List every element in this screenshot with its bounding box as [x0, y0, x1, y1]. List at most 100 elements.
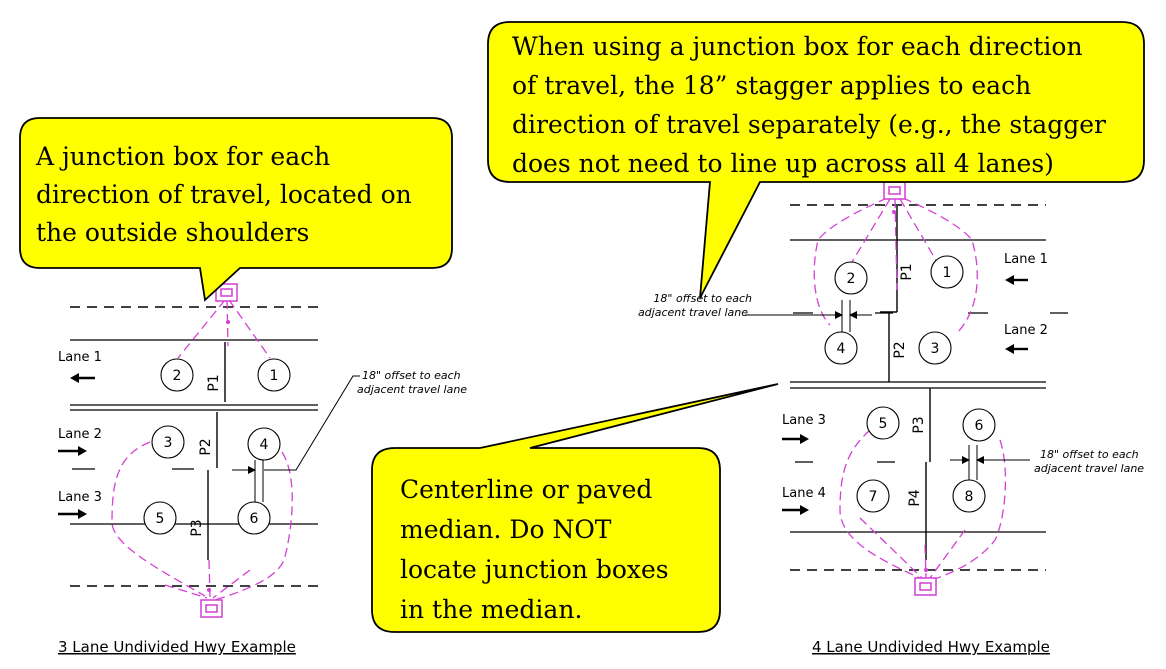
lane-label-1: Lane 1: [58, 350, 102, 365]
offset-note-line: 18" offset to each: [1040, 448, 1139, 461]
right-wire-p4: [924, 544, 927, 579]
loop-label: 6: [975, 418, 984, 434]
right-wire-4: [813, 197, 888, 326]
loop-detector: 4: [247, 427, 281, 461]
pole-label-p2: P2: [198, 438, 214, 455]
loop-detector: 5: [866, 406, 900, 440]
loop-detector: 6: [237, 501, 271, 535]
loop-detector: 2: [834, 261, 868, 295]
pole-label-p3: P3: [911, 416, 927, 433]
offset-note-line: adjacent travel lane: [1034, 462, 1144, 475]
left-wire-6: [212, 569, 251, 599]
pole-label-p4: P4: [907, 489, 923, 506]
arrow-left-icon: [1005, 275, 1028, 285]
loop-detector: 5: [143, 501, 177, 535]
loop-label: 2: [173, 368, 182, 384]
arrow-left-icon: [70, 373, 95, 383]
right-caption: 4 Lane Undivided Hwy Example: [812, 638, 1050, 656]
loop-detector: 6: [962, 408, 996, 442]
loop-label: 1: [270, 368, 279, 384]
offset-note-line: adjacent travel lane: [638, 306, 748, 319]
callout-left-line: A junction box for each: [35, 142, 330, 171]
loop-detector: 3: [151, 425, 185, 459]
pole-label-p3: P3: [189, 519, 205, 536]
left-wire-1: [228, 299, 271, 359]
right-wire-1: [899, 198, 938, 263]
lane-label-2: Lane 2: [1004, 323, 1048, 338]
lane-label-3: Lane 3: [782, 413, 826, 428]
junction-box-icon: [883, 181, 906, 200]
loop-detector: 7: [856, 479, 890, 513]
right-wire-8: [929, 529, 966, 579]
loop-detector: 1: [257, 358, 291, 392]
right-wire-node: [924, 568, 928, 572]
loop-detector: 2: [160, 358, 194, 392]
loop-label: 5: [156, 511, 165, 527]
callout-right-line: of travel, the 18” stagger applies to ea…: [512, 71, 1031, 100]
left-caption: 3 Lane Undivided Hwy Example: [58, 638, 296, 656]
right-diagram: 1 2 3 4 5 6 7 8 P1 P2 P3 P4 Lane 1 Lane …: [638, 181, 1144, 656]
left-wire-p1: [226, 299, 229, 347]
arrow-right-icon: [782, 434, 809, 444]
offset-note-line: 18" offset to each: [653, 292, 752, 305]
offset-note-line: 18" offset to each: [362, 369, 461, 382]
loop-detector: 3: [918, 331, 952, 365]
loop-label: 8: [965, 489, 974, 505]
right-wire-6: [931, 439, 1007, 581]
left-wire-4: [214, 451, 293, 601]
callout-right-line: When using a junction box for each direc…: [512, 32, 1083, 61]
loop-label: 3: [164, 435, 173, 451]
loop-label: 1: [943, 265, 952, 281]
junction-box-icon: [200, 599, 223, 618]
callout-median-line: in the median.: [400, 595, 582, 624]
left-wire-2: [177, 299, 226, 359]
callout-right-line: direction of travel separately (e.g., th…: [512, 110, 1106, 139]
callout-left-line: direction of travel, located on: [36, 180, 412, 209]
arrow-right-icon: [58, 446, 87, 456]
lane-label-3: Lane 3: [58, 490, 102, 505]
loop-label: 5: [879, 416, 888, 432]
callout-median-bubble: [371, 383, 779, 633]
loop-label: 7: [869, 489, 878, 505]
right-wire-p1: [894, 198, 898, 291]
junction-box-icon: [215, 283, 238, 302]
pole-label-p1: P1: [206, 374, 222, 391]
callout-left-line: the outside shoulders: [36, 218, 309, 247]
loop-label: 4: [837, 341, 846, 357]
loop-label: 2: [847, 271, 856, 287]
left-wire-3: [111, 441, 206, 597]
right-wire-7: [859, 517, 923, 579]
left-wire-node: [226, 320, 230, 324]
lane-label-4: Lane 4: [782, 486, 826, 501]
right-wire-3: [902, 197, 978, 333]
loop-detector: 4: [824, 331, 858, 365]
callout-median: Centerline or paved median. Do NOT locat…: [371, 383, 779, 633]
right-wire-2: [851, 198, 891, 263]
arrow-right-icon: [58, 509, 87, 519]
callout-median-line: Centerline or paved: [400, 475, 652, 504]
callout-median-line: median. Do NOT: [400, 515, 612, 544]
right-wire-5: [839, 429, 921, 579]
loop-detector: 1: [930, 255, 964, 289]
left-diagram: 1 2 3 4 5 6 P1 P2 P3 Lane 1 Lane 2 Lane …: [58, 283, 467, 656]
callout-left: A junction box for each direction of tra…: [19, 117, 453, 302]
arrow-right-icon: [782, 505, 809, 515]
left-offset-leader: [264, 375, 360, 471]
junction-box-icon: [914, 577, 937, 596]
pole-label-p2: P2: [892, 341, 908, 358]
offset-note-line: adjacent travel lane: [357, 383, 467, 396]
arrow-left-icon: [1005, 344, 1028, 354]
callout-right-line: does not need to line up across all 4 la…: [512, 149, 1054, 178]
callout-left-bubble: [19, 117, 453, 302]
loop-detector: 8: [952, 479, 986, 513]
left-wire-5: [164, 584, 208, 599]
right-wire-node: [892, 210, 896, 214]
loop-label: 6: [250, 511, 259, 527]
lane-label-1: Lane 1: [1004, 252, 1048, 267]
left-wire-node: [207, 588, 211, 592]
callout-right-bubble: [487, 21, 1145, 299]
lane-label-2: Lane 2: [58, 427, 102, 442]
pole-label-p1: P1: [899, 263, 915, 280]
